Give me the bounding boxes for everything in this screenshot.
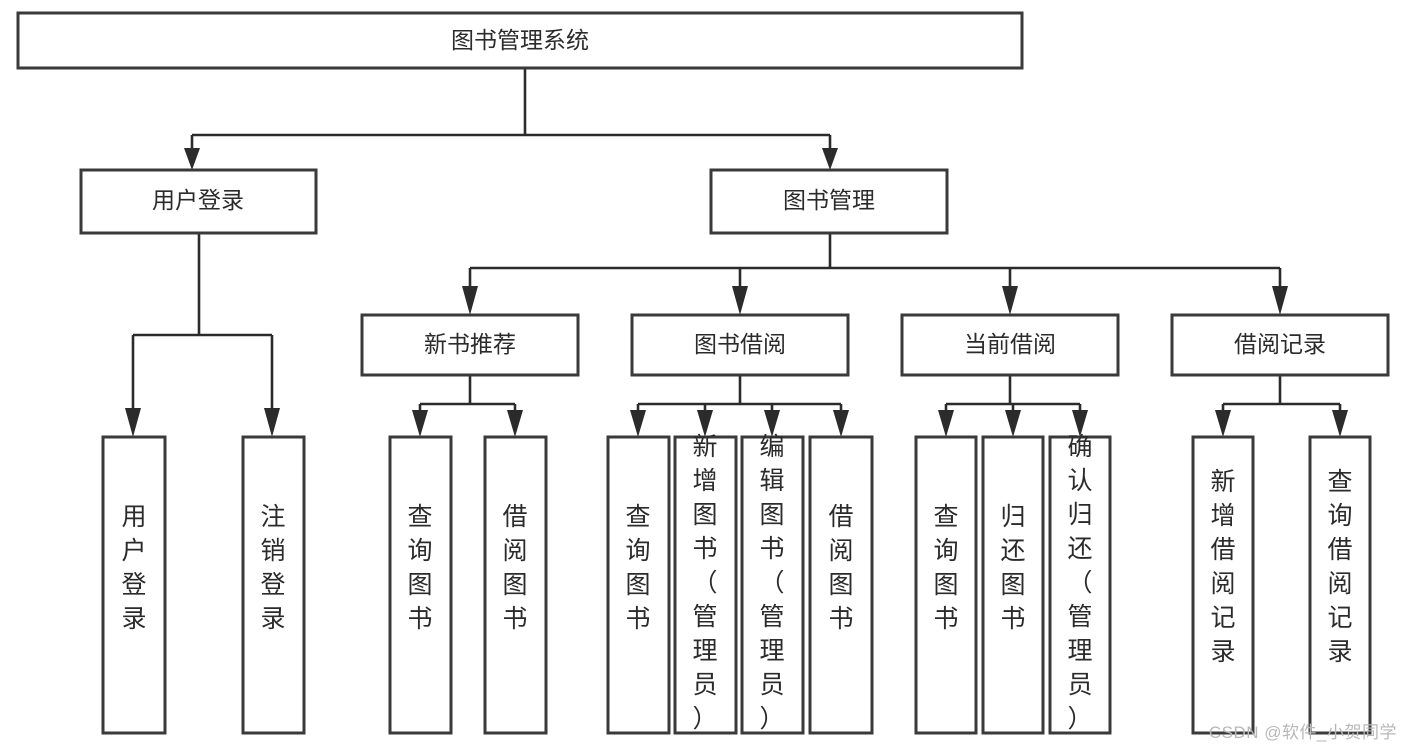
- node-leaf-confirm-return-label: 确认归还（管理员）: [1067, 433, 1092, 733]
- node-leaf-edit-book[interactable]: 编辑图书（管理员）: [740, 433, 805, 735]
- arrow-head-leaf-query-record: [1332, 410, 1348, 437]
- node-leaf-user-login-box[interactable]: [101, 435, 167, 735]
- node-book-management-box[interactable]: [709, 168, 949, 235]
- arrow-head-book-management: [822, 148, 838, 170]
- arrow-head-leaf-add-record: [1215, 410, 1231, 437]
- connector-layer: [125, 68, 1348, 437]
- node-leaf-query-book-2[interactable]: 查询图书: [606, 435, 671, 735]
- arrow-head-leaf-query-book-3: [938, 410, 954, 437]
- node-leaf-query-book-1-box[interactable]: [388, 435, 453, 735]
- node-leaf-query-record-label: 查询借阅记录: [1327, 468, 1352, 666]
- node-leaf-borrow-book-2[interactable]: 借阅图书: [808, 435, 874, 735]
- node-leaf-confirm-return-box[interactable]: [1048, 435, 1112, 735]
- node-leaf-query-book-2-label: 查询图书: [625, 503, 650, 633]
- node-leaf-add-record-box[interactable]: [1191, 435, 1255, 735]
- node-leaf-edit-book-label: 编辑图书（管理员）: [759, 433, 784, 733]
- node-leaf-return-book-box[interactable]: [981, 435, 1045, 735]
- node-leaf-query-record-box[interactable]: [1308, 435, 1372, 735]
- node-borrow-record-box[interactable]: [1170, 313, 1390, 377]
- node-root[interactable]: 图书管理系统: [16, 11, 1024, 70]
- node-new-book-recommend[interactable]: 新书推荐: [360, 313, 580, 377]
- node-new-book-recommend-label: 新书推荐: [424, 331, 516, 357]
- node-leaf-query-book-3[interactable]: 查询图书: [914, 435, 978, 735]
- node-leaf-add-record[interactable]: 新增借阅记录: [1191, 435, 1255, 735]
- node-current-borrow-label: 当前借阅: [964, 331, 1056, 357]
- arrow-head-borrow-record: [1272, 286, 1288, 315]
- node-leaf-borrow-book-1-box[interactable]: [483, 435, 548, 735]
- node-leaf-add-record-label: 新增借阅记录: [1210, 468, 1235, 666]
- node-user-login-box[interactable]: [79, 168, 318, 235]
- node-leaf-user-login[interactable]: 用户登录: [101, 435, 167, 735]
- node-leaf-add-book-label: 新增图书（管理员）: [692, 433, 717, 733]
- arrow-head-leaf-logout-login: [264, 408, 280, 437]
- node-borrow-record[interactable]: 借阅记录: [1170, 313, 1390, 377]
- node-book-borrow[interactable]: 图书借阅: [630, 313, 850, 377]
- arrow-head-leaf-query-book-2: [630, 410, 646, 437]
- node-borrow-record-label: 借阅记录: [1234, 331, 1326, 357]
- node-leaf-query-book-2-box[interactable]: [606, 435, 671, 735]
- node-leaf-add-book[interactable]: 新增图书（管理员）: [673, 433, 738, 735]
- arrow-head-current-borrow: [1002, 286, 1018, 315]
- node-leaf-logout-login-label: 注销登录: [260, 503, 285, 633]
- node-root-box[interactable]: [16, 11, 1024, 70]
- node-leaf-query-book-3-box[interactable]: [914, 435, 978, 735]
- node-leaf-borrow-book-1-label: 借阅图书: [502, 503, 527, 633]
- node-leaf-logout-login[interactable]: 注销登录: [241, 435, 306, 735]
- arrow-head-leaf-edit-book: [764, 410, 780, 437]
- node-leaf-add-book-box[interactable]: [673, 435, 738, 735]
- node-current-borrow-box[interactable]: [900, 313, 1120, 377]
- node-book-management-label: 图书管理: [783, 187, 875, 213]
- node-user-login[interactable]: 用户登录: [79, 168, 318, 235]
- arrow-head-leaf-user-login: [125, 408, 141, 437]
- node-leaf-borrow-book-1[interactable]: 借阅图书: [483, 435, 548, 735]
- arrow-head-leaf-query-book-1: [412, 410, 428, 437]
- arrow-head-book-borrow: [732, 286, 748, 315]
- arrow-head-new-book: [462, 286, 478, 315]
- arrow-head-leaf-borrow-book-1: [507, 410, 523, 437]
- node-leaf-confirm-return[interactable]: 确认归还（管理员）: [1048, 433, 1112, 735]
- arrow-head-user-login: [184, 148, 200, 170]
- arrow-head-leaf-return-book: [1005, 410, 1021, 437]
- arrow-head-leaf-confirm-return: [1072, 410, 1088, 437]
- node-leaf-user-login-label: 用户登录: [121, 503, 146, 633]
- leaf-layer: 用户登录 注销登录 查询图书 借阅图书 查询图书 新增图书（管理员） 编辑图书（…: [101, 433, 1372, 735]
- node-leaf-query-record[interactable]: 查询借阅记录: [1308, 435, 1372, 735]
- arrow-head-leaf-borrow-book-2: [833, 410, 849, 437]
- node-root-label: 图书管理系统: [451, 27, 589, 53]
- node-leaf-borrow-book-2-label: 借阅图书: [828, 503, 853, 633]
- node-user-login-label: 用户登录: [152, 187, 244, 213]
- node-leaf-borrow-book-2-box[interactable]: [808, 435, 874, 735]
- node-book-borrow-box[interactable]: [630, 313, 850, 377]
- node-book-management[interactable]: 图书管理: [709, 168, 949, 235]
- node-book-borrow-label: 图书借阅: [694, 331, 786, 357]
- node-leaf-logout-login-box[interactable]: [241, 435, 306, 735]
- node-leaf-query-book-1-label: 查询图书: [407, 503, 432, 633]
- node-leaf-return-book-label: 归还图书: [1000, 503, 1025, 633]
- node-leaf-query-book-3-label: 查询图书: [933, 503, 958, 633]
- node-current-borrow[interactable]: 当前借阅: [900, 313, 1120, 377]
- node-leaf-return-book[interactable]: 归还图书: [981, 435, 1045, 735]
- node-leaf-edit-book-box[interactable]: [740, 435, 805, 735]
- node-leaf-query-book-1[interactable]: 查询图书: [388, 435, 453, 735]
- node-new-book-recommend-box[interactable]: [360, 313, 580, 377]
- arrow-head-leaf-add-book: [697, 410, 713, 437]
